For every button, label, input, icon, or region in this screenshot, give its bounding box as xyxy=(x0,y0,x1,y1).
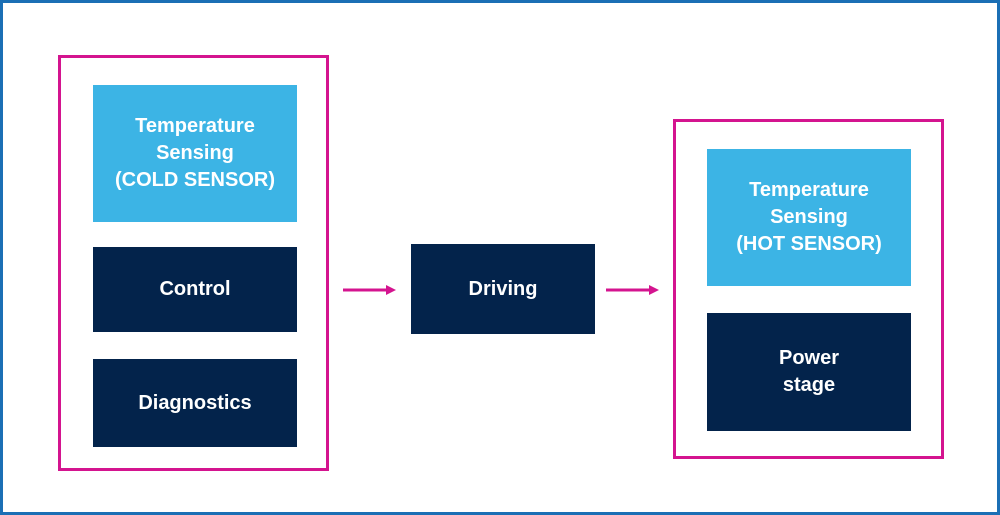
hot-sensor-block: Temperature Sensing (HOT SENSOR) xyxy=(707,149,911,286)
driving-block: Driving xyxy=(411,244,595,334)
power-stage-label: Power stage xyxy=(778,347,840,396)
cold-sensor-block: Temperature Sensing (COLD SENSOR) xyxy=(93,85,297,222)
cold-sensor-label: Temperature Sensing (COLD SENSOR) xyxy=(115,115,275,191)
diagnostics-block: Diagnostics xyxy=(93,359,297,447)
hot-sensor-label: Temperature Sensing (HOT SENSOR) xyxy=(736,179,882,255)
left-group-outline xyxy=(58,55,329,471)
diagnostics-label: Diagnostics xyxy=(138,391,252,414)
control-block: Control xyxy=(93,247,297,332)
driving-label: Driving xyxy=(468,277,538,300)
control-label: Control xyxy=(159,278,231,300)
power-stage-block: Power stage xyxy=(707,313,911,431)
right-group-outline xyxy=(673,119,944,459)
